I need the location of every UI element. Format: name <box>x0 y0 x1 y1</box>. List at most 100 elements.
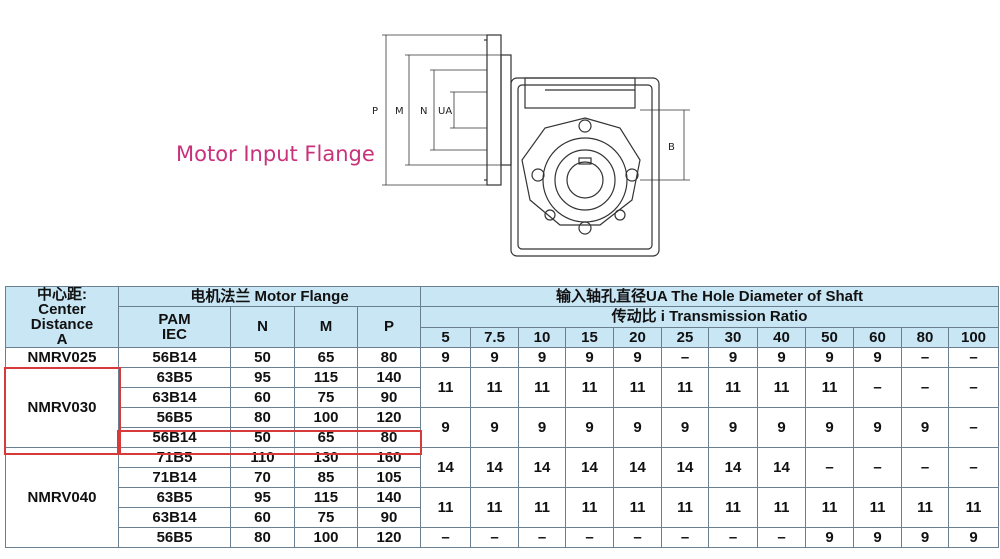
n-header: N <box>230 306 295 348</box>
ua-value-cell: – <box>901 447 949 488</box>
ua-value-cell: – <box>757 527 806 548</box>
m-cell: 75 <box>294 387 358 408</box>
ua-value-cell: – <box>661 347 709 368</box>
ua-value-cell: 9 <box>805 347 854 368</box>
n-cell: 110 <box>230 447 295 468</box>
ua-value-cell: 11 <box>901 487 949 528</box>
ua-value-cell: 14 <box>708 447 758 488</box>
ua-value-cell: 14 <box>565 447 614 488</box>
ua-value-cell: – <box>901 367 949 408</box>
ua-value-cell: – <box>853 367 902 408</box>
ua-value-cell: 9 <box>901 527 949 548</box>
ua-value-cell: – <box>853 447 902 488</box>
ua-value-cell: 9 <box>470 347 519 368</box>
gear-flange-outline <box>521 117 641 226</box>
ua-value-cell: 9 <box>805 527 854 548</box>
flange-plate <box>486 34 502 186</box>
ua-value-cell: 11 <box>470 367 519 408</box>
model-cell: NMRV025 <box>5 347 119 368</box>
ua-value-cell: – <box>948 447 999 488</box>
ua-value-cell: 11 <box>805 367 854 408</box>
ua-value-cell: 9 <box>565 347 614 368</box>
ua-value-cell: 11 <box>661 367 709 408</box>
ua-value-cell: 14 <box>470 447 519 488</box>
ratio-header-cell: 15 <box>565 327 614 348</box>
ua-value-cell: 9 <box>853 407 902 448</box>
ua-value-cell: 9 <box>805 407 854 448</box>
m-cell: 115 <box>294 487 358 508</box>
ua-value-cell: 9 <box>853 347 902 368</box>
ua-value-cell: 9 <box>565 407 614 448</box>
n-cell: 60 <box>230 507 295 528</box>
dim-label-n: N <box>420 106 427 117</box>
dim-label-b: B <box>668 142 675 153</box>
n-cell: 60 <box>230 387 295 408</box>
m-cell: 115 <box>294 367 358 388</box>
ua-value-cell: 11 <box>948 487 999 528</box>
p-cell: 140 <box>357 367 421 388</box>
ua-value-cell: 14 <box>661 447 709 488</box>
ua-value-cell: 9 <box>518 347 566 368</box>
ratio-header-cell: 60 <box>853 327 902 348</box>
pam-cell: 63B5 <box>118 487 231 508</box>
ua-value-cell: – <box>901 347 949 368</box>
dim-label-m: M <box>395 106 404 117</box>
dim-label-ua: UA <box>438 106 452 117</box>
ua-value-cell: 9 <box>948 527 999 548</box>
ua-value-cell: 11 <box>565 487 614 528</box>
ua-value-cell: 11 <box>708 367 758 408</box>
pam-cell: 71B14 <box>118 467 231 488</box>
pam-cell: 56B5 <box>118 527 231 548</box>
ua-value-cell: 11 <box>518 487 566 528</box>
p-cell: 120 <box>357 527 421 548</box>
n-cell: 70 <box>230 467 295 488</box>
ua-value-cell: 11 <box>420 367 471 408</box>
model-cell: NMRV030 <box>5 367 119 448</box>
m-cell: 100 <box>294 407 358 428</box>
ua-value-cell: – <box>948 347 999 368</box>
ua-value-cell: 9 <box>661 407 709 448</box>
motor-flange-header: 电机法兰 Motor Flange <box>118 286 421 307</box>
ua-value-cell: – <box>661 527 709 548</box>
p-cell: 105 <box>357 467 421 488</box>
p-cell: 140 <box>357 487 421 508</box>
ua-value-cell: – <box>518 527 566 548</box>
ratio-header-cell: 100 <box>948 327 999 348</box>
ua-value-cell: 14 <box>757 447 806 488</box>
ua-value-cell: 11 <box>565 367 614 408</box>
output-bore <box>566 161 604 199</box>
pam-iec-header: PAM IEC <box>118 306 231 348</box>
dim-label-p: P <box>372 106 378 117</box>
ratio-header-cell: 50 <box>805 327 854 348</box>
ua-value-cell: 9 <box>757 407 806 448</box>
pam-cell: 56B5 <box>118 407 231 428</box>
ratio-header-cell: 20 <box>613 327 662 348</box>
ua-value-cell: – <box>805 447 854 488</box>
pam-cell: 71B5 <box>118 447 231 468</box>
ua-value-cell: 9 <box>470 407 519 448</box>
ua-value-cell: 9 <box>518 407 566 448</box>
motor-input-flange-label: Motor Input Flange <box>176 142 375 166</box>
n-cell: 50 <box>230 347 295 368</box>
ua-value-cell: 11 <box>708 487 758 528</box>
ua-value-cell: 11 <box>661 487 709 528</box>
m-cell: 85 <box>294 467 358 488</box>
ua-value-cell: 11 <box>757 367 806 408</box>
ua-value-cell: 11 <box>470 487 519 528</box>
n-cell: 95 <box>230 367 295 388</box>
center-distance-header: 中心距: Center Distance A <box>5 286 119 348</box>
ua-value-cell: 11 <box>805 487 854 528</box>
p-cell: 120 <box>357 407 421 428</box>
gearbox-drawing: P M N UA B <box>372 34 690 257</box>
ua-value-cell: 9 <box>708 347 758 368</box>
p-cell: 160 <box>357 447 421 468</box>
ua-value-cell: 9 <box>420 347 471 368</box>
pam-cell: 63B5 <box>118 367 231 388</box>
flange-spigot <box>500 54 512 166</box>
ratio-header-cell: 7.5 <box>470 327 519 348</box>
n-cell: 50 <box>230 427 295 448</box>
